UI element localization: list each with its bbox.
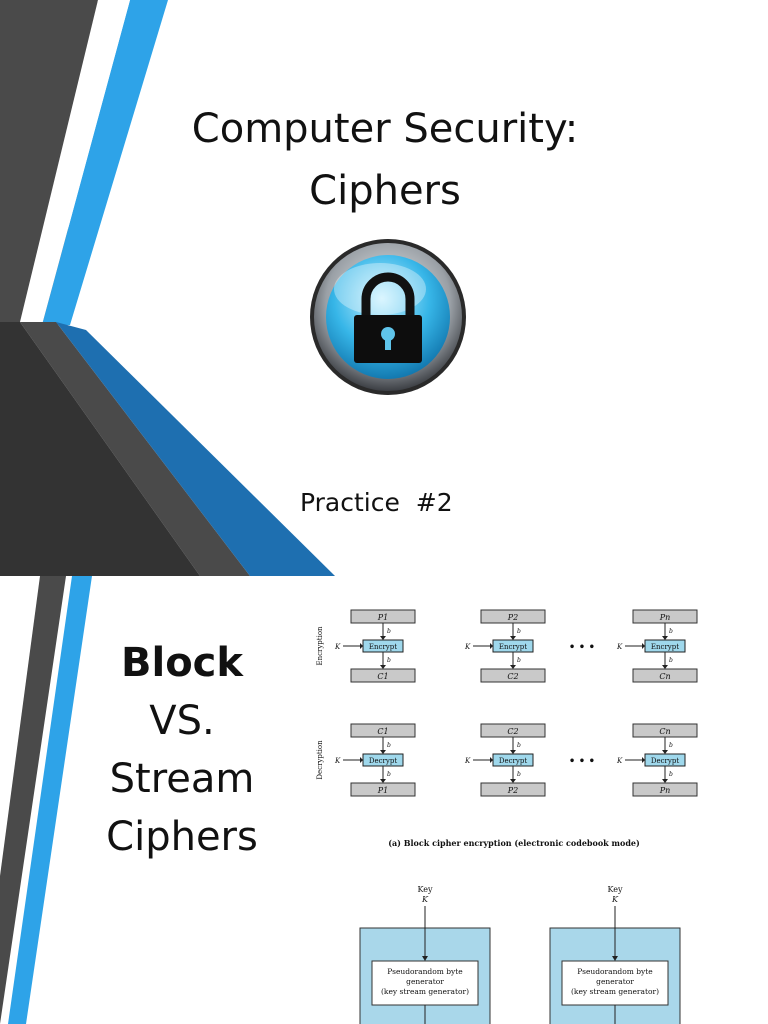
decrypt-key-label: K (616, 757, 623, 765)
encrypt-op-label: Encrypt (369, 643, 397, 651)
stream-key-arrowhead (422, 956, 428, 961)
stream-key-label: Key (417, 885, 432, 894)
title-line-ciphers: Ciphers (106, 814, 258, 860)
encrypt-input-label: Pn (659, 613, 671, 622)
generator-line-3: (key stream generator) (381, 987, 469, 996)
decrypt-op-label: Decrypt (651, 757, 679, 765)
title-line-1: Computer Security: (191, 106, 579, 152)
encrypt-bit-label-in: b (387, 628, 391, 635)
decrypt-key-arrowhead (642, 757, 645, 763)
title-slide: Computer Security: Ciphers (0, 0, 670, 576)
encrypt-arrowhead-out (510, 665, 516, 669)
decrypt-bit-label-out: b (669, 771, 673, 778)
slide-subtitle: Practice #2 (300, 488, 453, 517)
title-line-vs: VS. (149, 698, 215, 744)
encrypt-op-label: Encrypt (651, 643, 679, 651)
decrypt-output-box (632, 782, 698, 797)
generator-line-3: (key stream generator) (571, 987, 659, 996)
generator-line-2: generator (406, 977, 444, 986)
encrypt-key-label: K (334, 643, 341, 651)
cipher-diagram: P1bEncryptKbC1P2bEncryptKbC2PnbEncryptKb… (316, 609, 698, 1024)
encrypt-bit-label-in: b (517, 628, 521, 635)
decrypt-arrowhead-out (380, 779, 386, 783)
title-line-block: Block (121, 640, 243, 686)
decrypt-bit-label-out: b (517, 771, 521, 778)
encrypt-arrowhead-out (662, 665, 668, 669)
decrypt-output-box (480, 782, 546, 797)
encrypt-output-label: C1 (377, 672, 388, 681)
stream-generator-box (371, 960, 479, 1006)
decrypt-input-label: Cn (659, 727, 670, 736)
block-cipher-diagram: P1bEncryptKbC1P2bEncryptKbC2PnbEncryptKb… (316, 609, 698, 797)
slide-title: Computer Security: Ciphers (100, 98, 670, 222)
encrypt-op-label: Encrypt (499, 643, 527, 651)
decrypt-input-label: C1 (377, 727, 388, 736)
encrypt-output-box (480, 668, 546, 683)
decrypt-bit-label-in: b (387, 742, 391, 749)
decrypt-output-label: P1 (377, 786, 388, 795)
encrypt-arrowhead-in (662, 636, 668, 640)
stream-key-symbol: K (421, 895, 429, 904)
stream-key-symbol: K (611, 895, 619, 904)
stream-key-label: Key (607, 885, 622, 894)
side-stripe-decoration (0, 576, 92, 1024)
decrypt-bit-label-in: b (669, 742, 673, 749)
slide-title: Block VS. Stream Ciphers (92, 634, 272, 866)
encrypt-row-label: Encryption (316, 626, 324, 666)
decrypt-arrowhead-out (662, 779, 668, 783)
encrypt-bit-label-out: b (669, 657, 673, 664)
stream-key-arrowhead (612, 956, 618, 961)
decrypt-op-label: Decrypt (369, 757, 397, 765)
decrypt-output-label: Pn (659, 786, 671, 795)
decrypt-row-label: Decryption (316, 740, 324, 780)
decrypt-key-label: K (464, 757, 471, 765)
encrypt-key-arrowhead (490, 643, 493, 649)
block-diagram-caption: (a) Block cipher encryption (electronic … (388, 838, 640, 848)
decrypt-ellipsis: • • • (569, 756, 595, 767)
decrypt-key-arrowhead (360, 757, 363, 763)
title-line-stream: Stream (109, 756, 255, 802)
encrypt-arrowhead-in (380, 636, 386, 640)
decrypt-output-box (350, 782, 416, 797)
encrypt-input-label: P2 (507, 613, 518, 622)
generator-line-2: generator (596, 977, 634, 986)
encrypt-output-box (350, 668, 416, 683)
generator-line-1: Pseudorandom byte (577, 967, 653, 976)
decrypt-arrowhead-out (510, 779, 516, 783)
decrypt-arrowhead-in (510, 750, 516, 754)
encrypt-input-label: P1 (377, 613, 388, 622)
encrypt-output-label: Cn (659, 672, 670, 681)
encrypt-key-label: K (464, 643, 471, 651)
decrypt-key-label: K (334, 757, 341, 765)
encrypt-output-label: C2 (507, 672, 518, 681)
decrypt-arrowhead-in (380, 750, 386, 754)
decrypt-input-label: C2 (507, 727, 518, 736)
encrypt-output-box (632, 668, 698, 683)
decrypt-op-label: Decrypt (499, 757, 527, 765)
encrypt-bit-label-in: b (669, 628, 673, 635)
decrypt-output-label: P2 (507, 786, 518, 795)
padlock-icon (308, 237, 468, 397)
encrypt-ellipsis: • • • (569, 642, 595, 653)
chevron-decoration (0, 0, 335, 576)
encrypt-bit-label-out: b (387, 657, 391, 664)
encrypt-key-arrowhead (360, 643, 363, 649)
encrypt-arrowhead-out (380, 665, 386, 669)
decrypt-bit-label-out: b (387, 771, 391, 778)
title-line-2: Ciphers (309, 168, 461, 214)
encrypt-key-arrowhead (642, 643, 645, 649)
decrypt-arrowhead-in (662, 750, 668, 754)
stream-generator-box (561, 960, 669, 1006)
decrypt-bit-label-in: b (517, 742, 521, 749)
decrypt-key-arrowhead (490, 757, 493, 763)
generator-line-1: Pseudorandom byte (387, 967, 463, 976)
encrypt-key-label: K (616, 643, 623, 651)
encrypt-bit-label-out: b (517, 657, 521, 664)
encrypt-arrowhead-in (510, 636, 516, 640)
